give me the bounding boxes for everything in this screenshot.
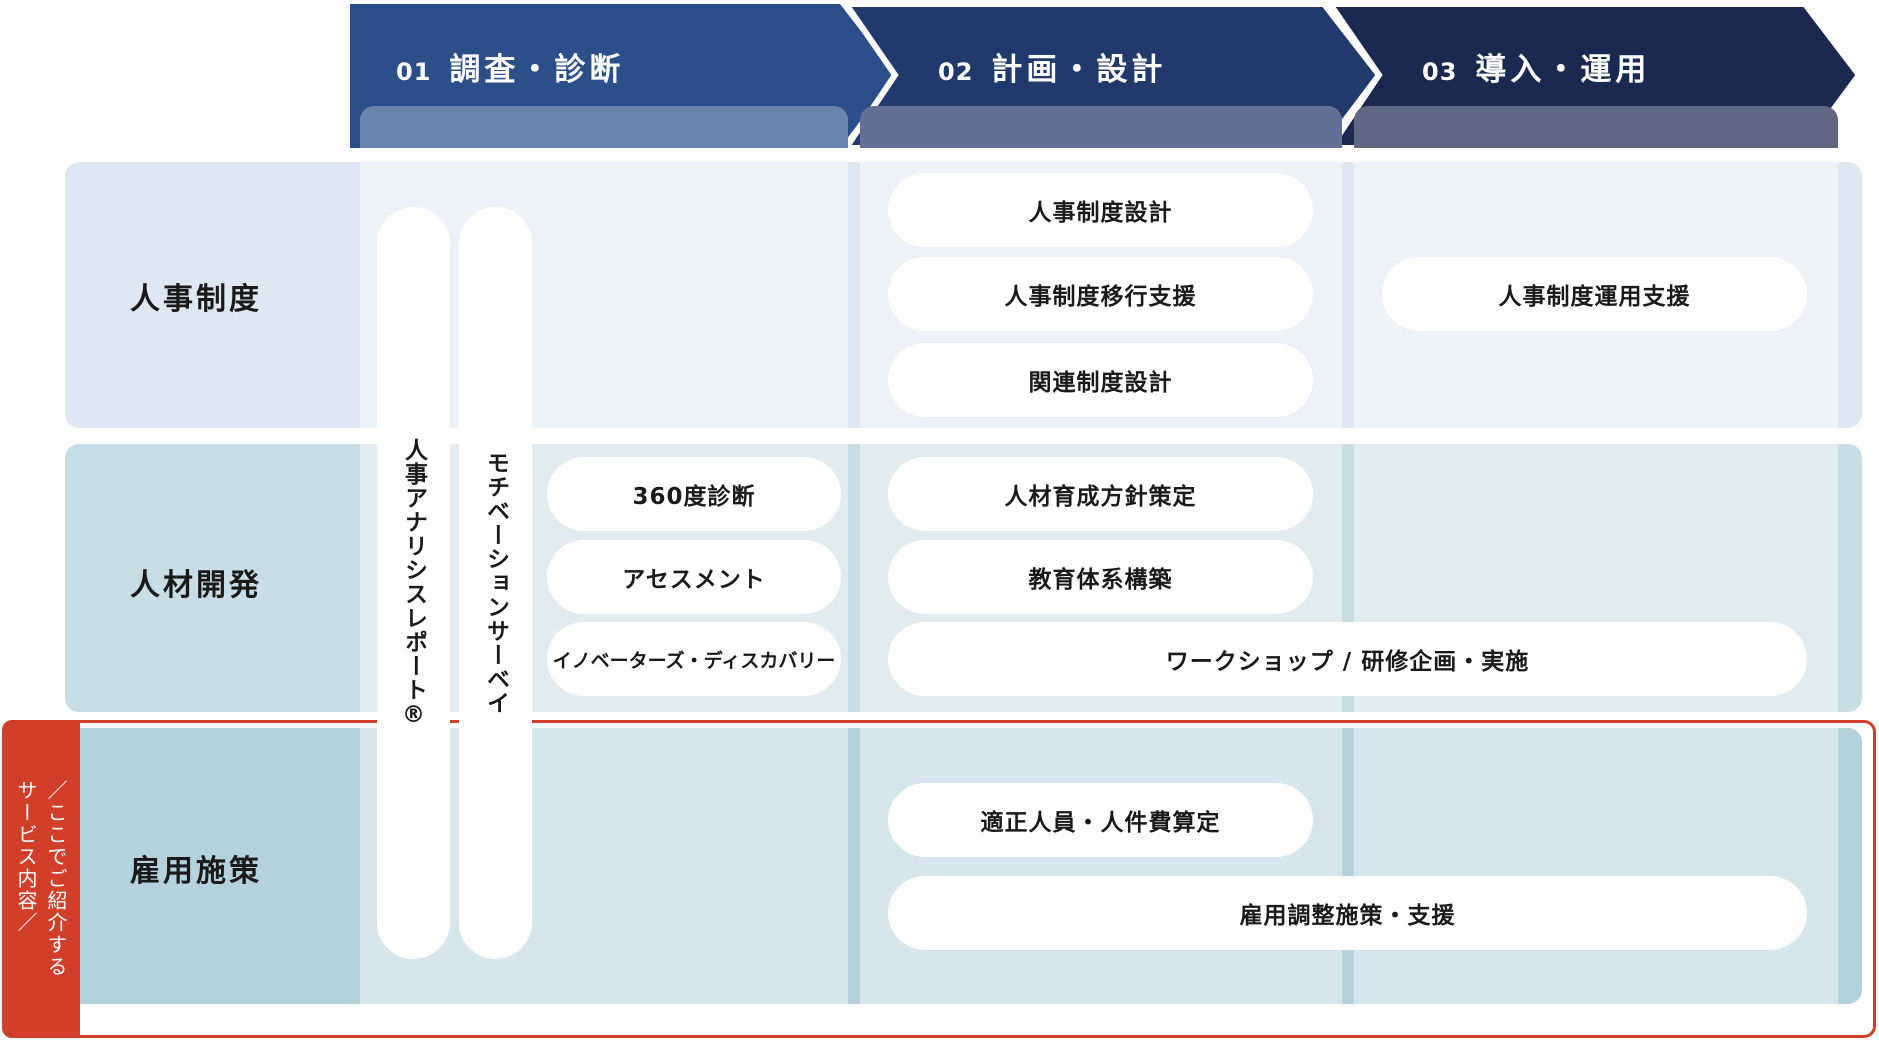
phase-3-column-top — [1354, 106, 1838, 148]
row-label-talent-dev: 人材開発 — [130, 568, 262, 603]
service-workshop[interactable]: ワークショップ / 研修企画・実施 — [888, 622, 1807, 696]
phase-2-title: 計画・設計 — [991, 52, 1167, 88]
row-label-employment: 雇用施策 — [130, 854, 262, 889]
service-related-design[interactable]: 関連制度設計 — [888, 343, 1313, 417]
row-label-hr-system: 人事制度 — [130, 282, 262, 317]
highlight-tab: ／ここでご紹介するサービス内容／ — [2, 720, 80, 1038]
phase-3-label: 03 導入・運用 — [1422, 44, 1650, 89]
service-employment-adjustment[interactable]: 雇用調整施策・支援 — [888, 876, 1807, 950]
service-360-diagnosis[interactable]: 360度診断 — [547, 457, 841, 531]
service-dev-policy[interactable]: 人材育成方針策定 — [888, 457, 1313, 531]
phase-1-label: 01 調査・診断 — [396, 44, 624, 89]
motivation-survey-pill[interactable]: モチベーションサーベイ — [459, 207, 532, 959]
motivation-survey-label: モチベーションサーベイ — [482, 451, 509, 715]
phase-2-column-top — [860, 106, 1342, 148]
phase-3-number: 03 — [1422, 58, 1458, 86]
service-education-system[interactable]: 教育体系構築 — [888, 540, 1313, 614]
row-band-employment — [65, 728, 1862, 1004]
service-hr-transition[interactable]: 人事制度移行支援 — [888, 257, 1313, 331]
phase-1-number: 01 — [396, 58, 432, 86]
analysis-report-pill[interactable]: 人事アナリシスレポート® — [377, 207, 450, 959]
phase-1-column-top — [360, 106, 848, 148]
service-staffing-calc[interactable]: 適正人員・人件費算定 — [888, 783, 1313, 857]
phase-3-title: 導入・運用 — [1475, 52, 1651, 88]
highlight-caption-line1: ／ここでご紹介する — [44, 780, 68, 978]
service-assessment[interactable]: アセスメント — [547, 540, 841, 614]
analysis-report-label: 人事アナリシスレポート® — [400, 437, 427, 729]
service-innovators-discovery[interactable]: イノベーターズ・ディスカバリー — [547, 622, 841, 696]
highlight-caption-line2: サービス内容／ — [14, 780, 38, 934]
phase-2-number: 02 — [938, 58, 974, 86]
service-hr-operation[interactable]: 人事制度運用支援 — [1382, 257, 1807, 331]
phase-2-label: 02 計画・設計 — [938, 44, 1166, 89]
service-hr-design[interactable]: 人事制度設計 — [888, 173, 1313, 247]
highlight-caption: ／ここでご紹介するサービス内容／ — [11, 780, 71, 978]
phase-1-title: 調査・診断 — [449, 52, 625, 88]
